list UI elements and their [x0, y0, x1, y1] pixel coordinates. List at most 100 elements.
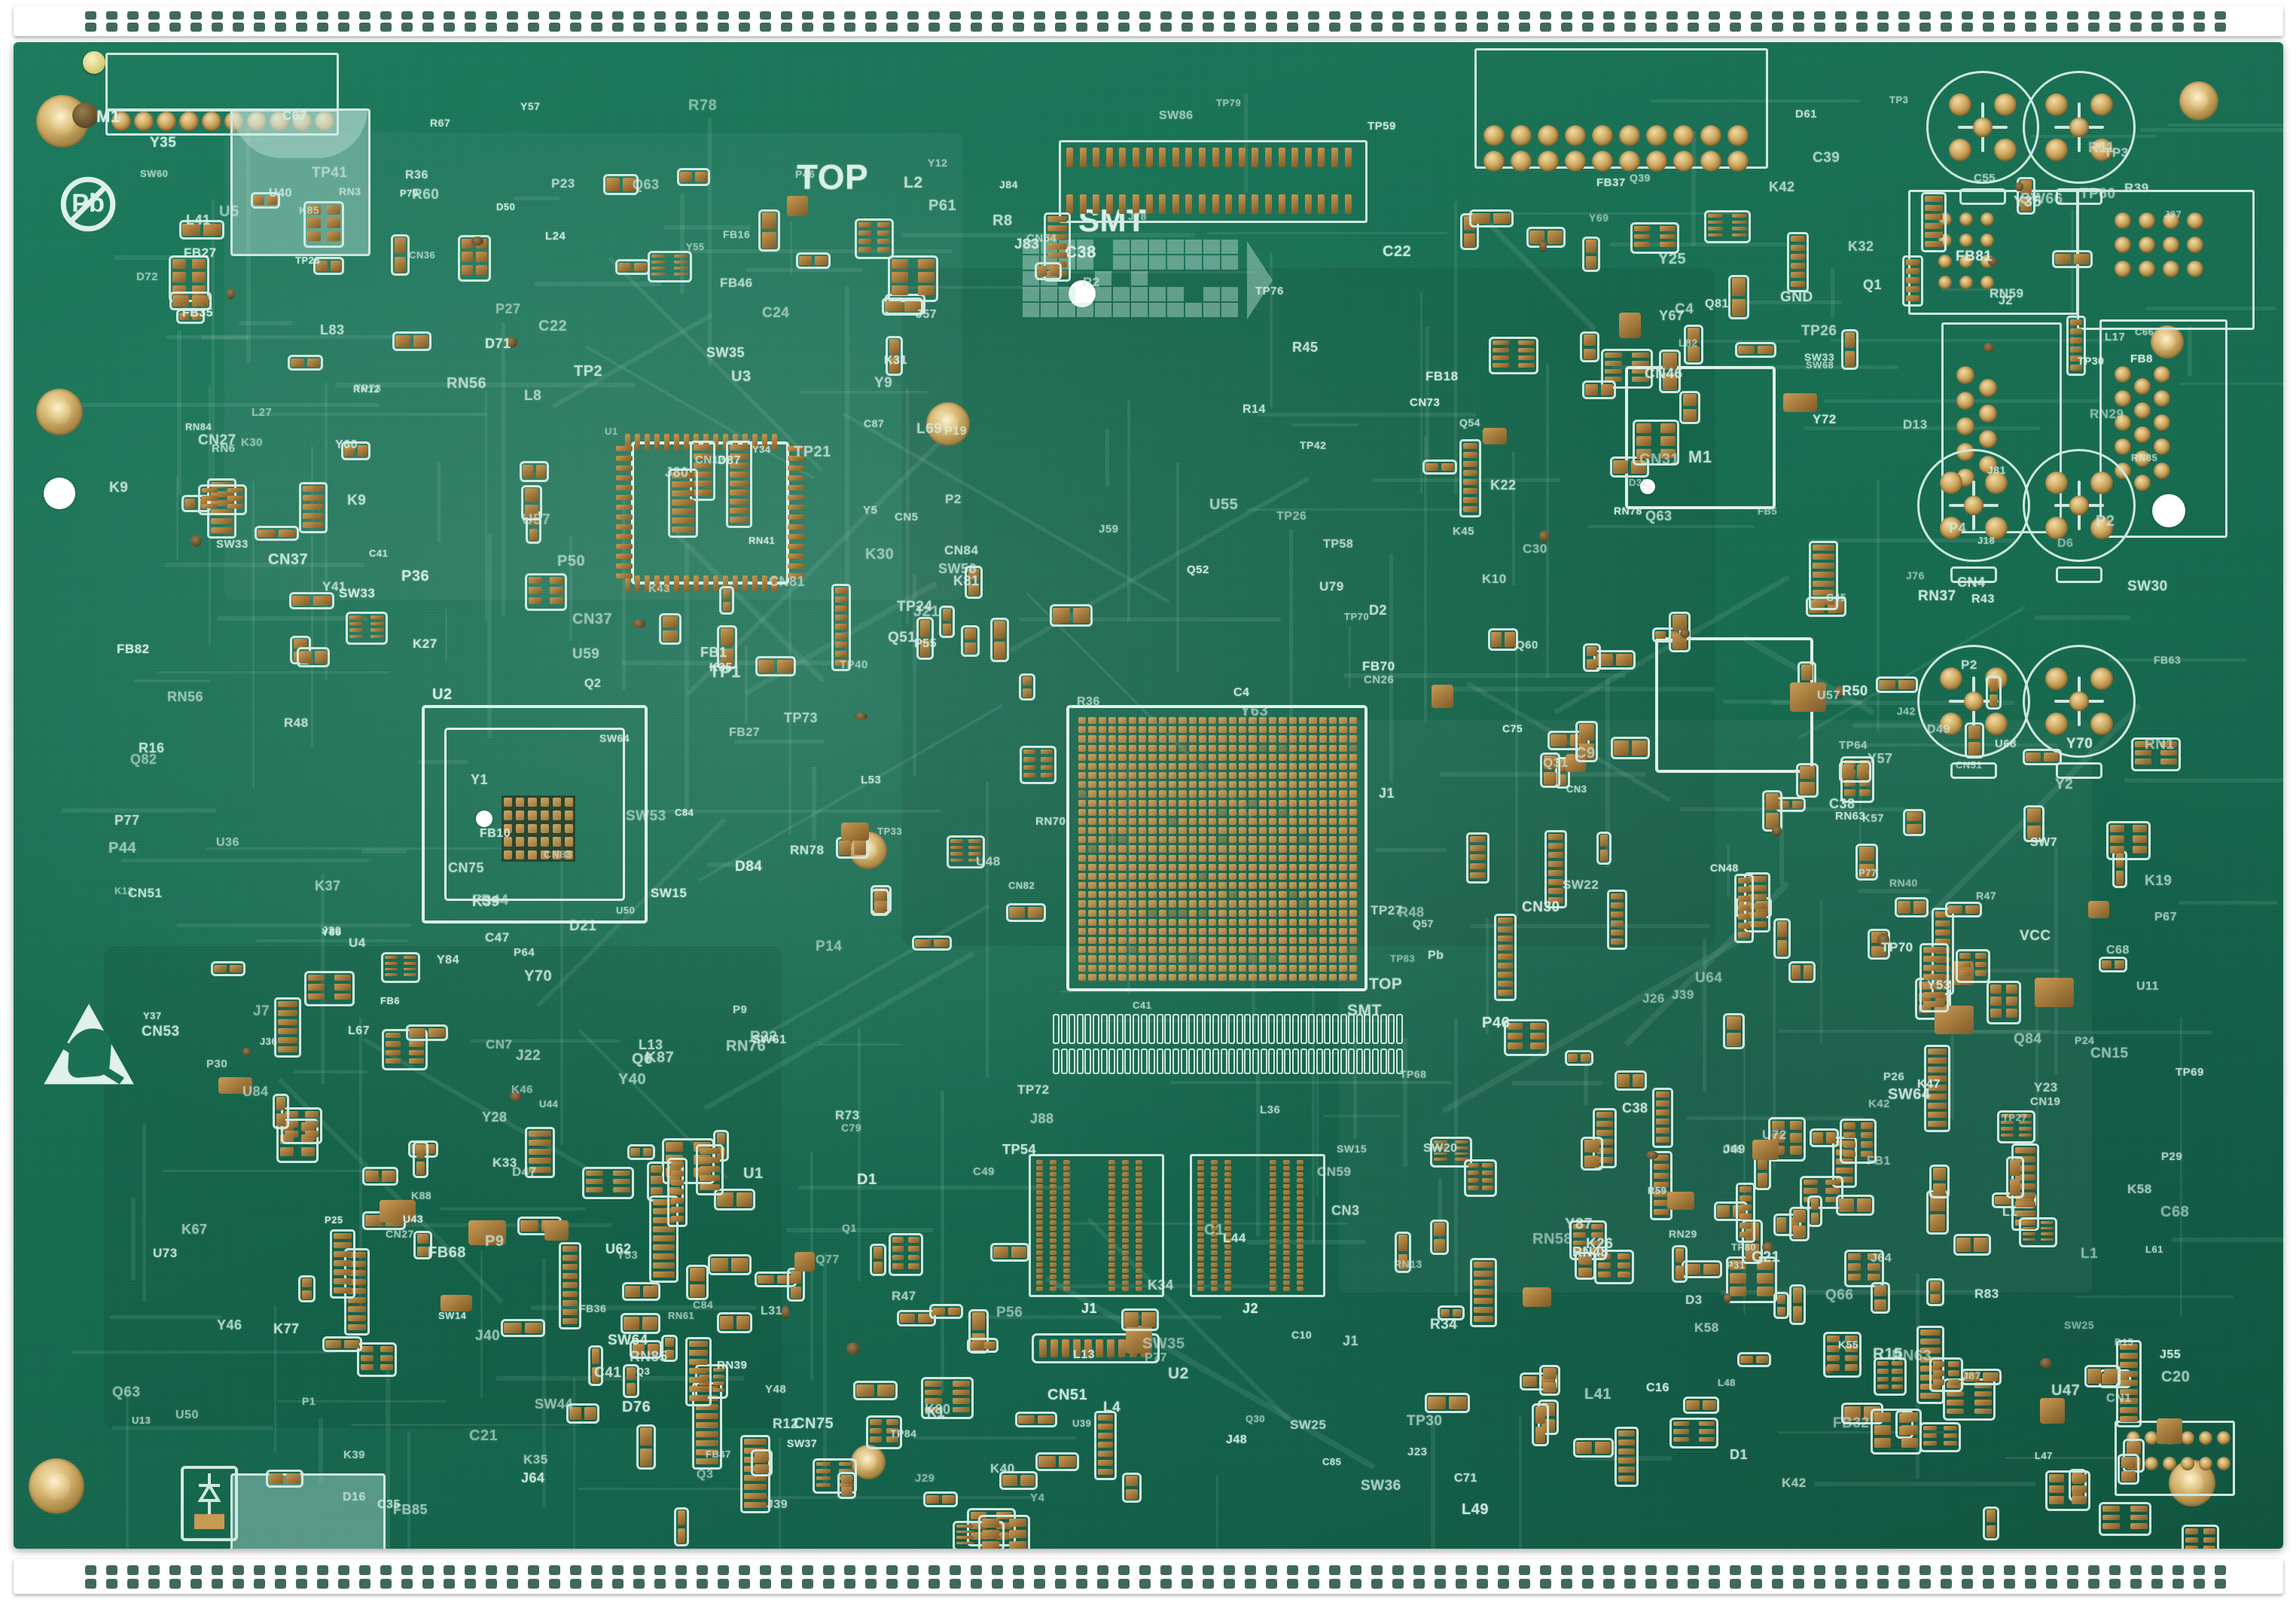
smd-pad: [694, 481, 712, 487]
smd-pad: [1425, 463, 1438, 471]
silkscreen-refdes: C41: [369, 548, 389, 559]
silkscreen-refdes: L48: [1718, 1377, 1736, 1388]
thermal-via-pad: [516, 798, 525, 807]
bga-ball-pad: [1258, 836, 1267, 844]
smd-sot-outline: [2182, 1525, 2219, 1549]
smd-pad: [1498, 972, 1513, 978]
socket-pad: [1297, 1281, 1304, 1285]
via: [191, 535, 202, 547]
rail-pad: [591, 1565, 602, 1576]
smd-pad: [653, 1253, 675, 1259]
bga-ball-pad: [1188, 753, 1197, 761]
smd-pad: [1974, 1400, 1992, 1406]
top-breakaway-rail: [14, 6, 2283, 36]
smd-pad: [1586, 255, 1596, 269]
smd-pad: [651, 273, 666, 276]
rail-pad: [275, 1565, 286, 1576]
bga-ball-pad: [1108, 717, 1117, 725]
smd-pad: [1038, 1456, 1056, 1467]
smd-pad: [529, 1131, 551, 1137]
rail-pad: [1076, 23, 1087, 32]
smd-pad: [642, 1286, 657, 1297]
smd-2pad-outline: [2052, 250, 2093, 268]
smd-pad: [348, 1270, 366, 1276]
rail-pad: [633, 11, 645, 20]
rail-pad: [127, 11, 139, 20]
bga-ball-pad: [1118, 744, 1127, 752]
silkscreen-refdes: TP64: [1839, 739, 1868, 752]
smd-pad: [1892, 1369, 1903, 1374]
fanout-finger: [1220, 1014, 1227, 1044]
smd-pad: [334, 975, 351, 981]
smd-pad: [667, 1165, 680, 1174]
trace: [986, 782, 989, 1078]
silkscreen-refdes: U73: [153, 1246, 178, 1260]
round-footprint-center-pin: [1973, 118, 1993, 137]
smd-2pad-outline: [923, 1491, 958, 1507]
smd-2pad-outline: [1582, 380, 1616, 399]
silkscreen-refdes: D1: [857, 1171, 877, 1188]
smd-pad: [1827, 1364, 1840, 1371]
fanout-finger: [1308, 1049, 1316, 1074]
bga-ball-pad: [1349, 735, 1357, 743]
silkscreen-refdes: TP24: [897, 599, 933, 615]
silkscreen-refdes: RN39: [717, 1359, 748, 1372]
bga-ball-pad: [1118, 808, 1127, 816]
silkscreen-refdes: CN37: [268, 551, 309, 568]
rail-pad: [169, 1565, 181, 1576]
smd-pad: [877, 247, 890, 252]
bga-ball-pad: [1288, 937, 1297, 945]
qfp-pin-pad: [788, 466, 804, 471]
bga-ball-pad: [1108, 817, 1117, 826]
bga-ball-pad: [1309, 918, 1317, 926]
rail-pad: [1941, 1565, 1952, 1576]
socket-pad: [1224, 1196, 1231, 1201]
thermal-via-pad: [552, 811, 561, 820]
bga-ball-pad: [1128, 726, 1136, 734]
smd-strip-outline: [1466, 832, 1490, 884]
bga-ball-pad: [1329, 909, 1337, 917]
fanout-finger: [1284, 1049, 1291, 1074]
rail-pad: [212, 23, 223, 32]
bga-ball-pad: [1168, 909, 1177, 917]
bga-ball-pad: [1138, 772, 1147, 780]
bga-ball-pad: [1128, 781, 1136, 789]
socket-pad: [1108, 1250, 1115, 1255]
smd-pad: [1867, 1263, 1880, 1271]
bga-ball-pad: [1098, 891, 1106, 899]
socket-pad: [1136, 1262, 1142, 1267]
rail-pad: [2046, 23, 2057, 32]
trace: [256, 413, 487, 416]
silkscreen-refdes: U39: [1072, 1418, 1092, 1429]
socket-pad: [1050, 1184, 1057, 1189]
bga-ball-pad: [1279, 744, 1287, 752]
hatch-cell: [1221, 240, 1238, 254]
thermal-via-pad: [552, 798, 561, 807]
silkscreen-refdes: R48: [1398, 905, 1425, 920]
qfp-pin-pad: [788, 573, 804, 579]
smd-pad: [835, 615, 847, 621]
smd-pad: [1923, 1441, 1938, 1446]
smd-pad: [1766, 812, 1779, 829]
smd-pad: [1825, 1180, 1840, 1186]
qfp-pin-pad: [788, 495, 804, 500]
smd-pad: [1792, 801, 1803, 808]
silkscreen-refdes: CN75: [794, 1415, 834, 1432]
qfp-pin-pad: [772, 434, 777, 450]
bga-ball-pad: [1078, 762, 1087, 771]
trace: [1779, 1030, 2051, 1033]
thermal-via-pad: [540, 837, 549, 847]
smd-pad: [723, 589, 730, 599]
fanout-finger: [1140, 1014, 1148, 1044]
trace: [1258, 413, 1476, 417]
trace: [2035, 996, 2038, 1142]
bga-ball-pad: [1339, 955, 1347, 963]
rail-pad: [486, 1565, 497, 1576]
smd-pad: [2074, 254, 2090, 264]
smd-pad: [1474, 1289, 1493, 1295]
rail-pad: [1245, 23, 1256, 32]
bga-ball-pad: [1299, 836, 1307, 844]
bga-ball-pad: [1188, 946, 1197, 954]
hatch-cell: [1149, 240, 1166, 254]
bga-ball-pad: [1349, 927, 1357, 936]
